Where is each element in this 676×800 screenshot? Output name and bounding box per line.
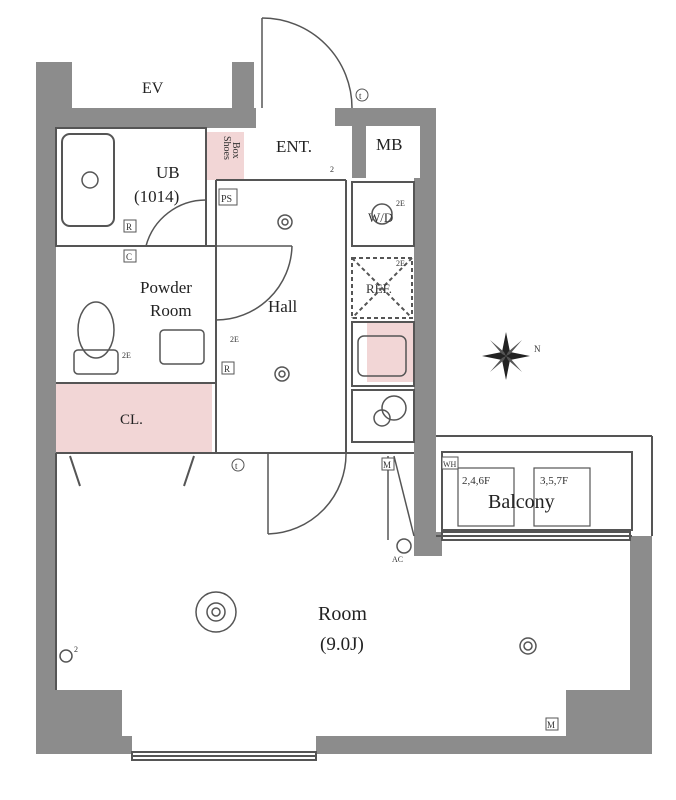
- walls: [36, 62, 652, 754]
- balcony-floor-box-left: [457, 467, 515, 527]
- label-floors-left: 2,4,6F: [462, 475, 490, 487]
- label-hall: Hall: [268, 297, 298, 316]
- svg-text:R: R: [224, 364, 230, 374]
- balcony-floor-box-right: [533, 467, 591, 527]
- svg-text:WH: WH: [443, 460, 457, 469]
- ceiling-light-icon: [277, 214, 293, 230]
- svg-text:2E: 2E: [230, 335, 239, 344]
- svg-text:R: R: [126, 222, 132, 232]
- svg-text:M: M: [547, 720, 555, 730]
- stove-icon: [381, 395, 407, 421]
- svg-text:2: 2: [330, 165, 334, 174]
- sink-icon: [159, 329, 205, 365]
- symbol-labels: t t R C R M M WH AC 2E 2E 2E 2E 2 2: [74, 88, 559, 731]
- fixtures: [59, 171, 537, 663]
- label-mb: MB: [376, 135, 402, 154]
- label-closet: CL.: [120, 412, 143, 428]
- closet-fill: [56, 383, 212, 453]
- label-ev: EV: [142, 80, 164, 97]
- label-powder-room-2: Room: [150, 301, 192, 320]
- label-balcony: Balcony: [488, 491, 555, 513]
- washer-drain-icon: [371, 203, 393, 225]
- shoes-box-fill: [206, 132, 244, 180]
- label-ent: ENT.: [276, 137, 312, 156]
- label-wd: W/D: [368, 210, 393, 225]
- svg-text:t: t: [359, 91, 362, 101]
- compass-icon: [482, 332, 530, 380]
- svg-text:2E: 2E: [396, 259, 405, 268]
- svg-text:2: 2: [74, 645, 78, 654]
- label-room: Room: [318, 603, 367, 625]
- label-powder-room-1: Powder: [140, 278, 192, 297]
- room-light-icon: [195, 591, 237, 633]
- label-ps: PS: [221, 194, 232, 205]
- ps-box: [218, 188, 238, 206]
- label-ub: UB: [156, 163, 180, 182]
- svg-text:C: C: [126, 252, 132, 262]
- doors: [145, 17, 415, 540]
- interior-lines: [55, 127, 653, 761]
- svg-text:AC: AC: [392, 555, 403, 564]
- svg-text:t: t: [235, 461, 238, 471]
- svg-text:2E: 2E: [396, 199, 405, 208]
- label-shoes-box-2: Box: [230, 142, 241, 159]
- label-ub-size: (1014): [134, 187, 179, 206]
- svg-text:2E: 2E: [122, 351, 131, 360]
- label-room-size: (9.0J): [320, 634, 364, 655]
- toilet-icon: [77, 301, 115, 359]
- label-shoes-box-1: Shoes: [221, 136, 232, 160]
- north-marker: N: [534, 344, 541, 354]
- svg-text:M: M: [383, 460, 391, 470]
- label-floors-right: 3,5,7F: [540, 475, 568, 487]
- label-ref: REF.: [366, 281, 392, 296]
